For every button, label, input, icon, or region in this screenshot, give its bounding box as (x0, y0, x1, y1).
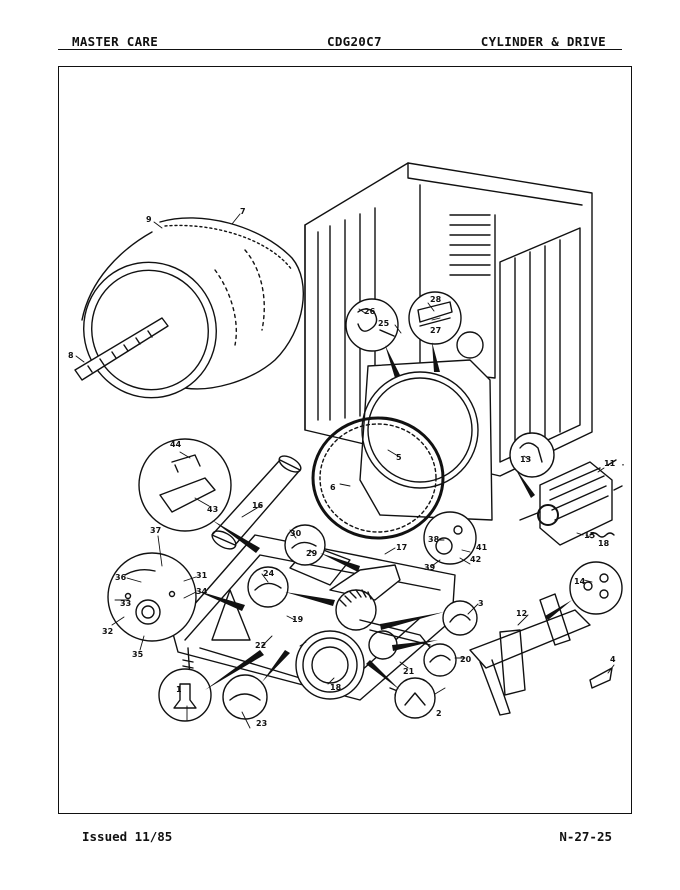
detail-circle-23 (222, 674, 268, 720)
callout-16: 16 (252, 501, 264, 510)
detail-circle-20 (423, 643, 457, 677)
diagram-frame (58, 66, 632, 814)
callout-38: 38 (428, 535, 440, 544)
callout-18-base: 18 (330, 683, 342, 692)
callout-15: 15 (584, 531, 596, 540)
drum-baffle (74, 317, 169, 381)
callout-17: 17 (396, 543, 407, 552)
callout-34: 34 (196, 587, 208, 596)
margin-mark: · (620, 460, 627, 471)
detail-circle-3 (442, 600, 478, 636)
detail-circle-2 (394, 677, 436, 719)
callout-8: 8 (68, 351, 74, 360)
callout-37: 37 (150, 526, 161, 535)
drum-part (81, 217, 304, 399)
callout-20: 20 (460, 655, 472, 664)
detail-circle-1 (158, 668, 212, 722)
detail-circle-25-26 (345, 298, 399, 352)
callout-6: 6 (330, 483, 336, 492)
callout-leaders (75, 213, 615, 729)
callout-13: 13 (520, 455, 531, 464)
callout-36: 36 (115, 573, 127, 582)
callout-24: 24 (263, 569, 275, 578)
idler-bracket (469, 593, 591, 716)
footer-page-code: N-27-25 (559, 829, 612, 844)
callout-41: 41 (476, 543, 488, 552)
heater-tube (211, 455, 302, 550)
motor-assembly (519, 459, 623, 546)
callout-5: 5 (396, 453, 402, 462)
detail-circle-24 (247, 566, 289, 608)
callout-2: 2 (436, 709, 442, 718)
front-bulkhead (359, 359, 493, 521)
callout-9: 9 (146, 215, 152, 224)
footer-issued: Issued 11/85 (82, 829, 173, 844)
callout-22: 22 (255, 641, 266, 650)
detail-circle-38-42 (423, 511, 477, 565)
detail-circle-31-37 (107, 552, 197, 642)
detail-circle-29-30 (284, 524, 326, 566)
detail-circle-27-28 (408, 291, 462, 345)
motor-belt-spring (589, 532, 615, 538)
header-brand: MASTER CARE (72, 34, 159, 49)
header-section: CYLINDER & DRIVE (480, 34, 606, 49)
callout-42: 42 (470, 555, 481, 564)
detail-circle-14 (569, 561, 623, 615)
detail-circle-43-44 (138, 438, 232, 532)
detail-circle-13 (509, 432, 555, 478)
callout-30: 30 (290, 529, 302, 538)
callout-23: 23 (256, 719, 267, 728)
header-model: CDG20C7 (327, 34, 382, 49)
callout-7: 7 (240, 207, 246, 216)
callout-14: 14 (574, 577, 586, 586)
idler-pulley-clip (589, 667, 613, 689)
leader-wedges (195, 342, 572, 690)
callout-33: 33 (120, 599, 131, 608)
callout-26: 26 (364, 307, 376, 316)
callout-21: 21 (403, 667, 415, 676)
callout-39: 39 (424, 563, 436, 572)
callout-29: 29 (306, 549, 318, 558)
drum-seal-ring (311, 416, 445, 540)
header-rule (58, 49, 622, 50)
callout-27: 27 (430, 326, 441, 335)
callout-11: 11 (604, 459, 616, 468)
callout-19: 19 (292, 615, 304, 624)
callout-18: 18 (598, 539, 610, 548)
callout-25: 25 (378, 319, 390, 328)
callout-31: 31 (196, 571, 208, 580)
callout-10: 1 (176, 685, 182, 694)
callout-35: 35 (132, 650, 144, 659)
callout-12: 12 (516, 609, 527, 618)
callout-43: 43 (207, 505, 218, 514)
callout-4: 4 (610, 655, 616, 664)
callout-labels: 7 9 8 26 25 28 27 5 6 13 11 18 15 44 43 … (68, 207, 616, 728)
callout-32: 32 (102, 627, 113, 636)
callout-3: 3 (478, 599, 484, 608)
callout-28: 28 (430, 295, 442, 304)
callout-44: 44 (170, 440, 182, 449)
